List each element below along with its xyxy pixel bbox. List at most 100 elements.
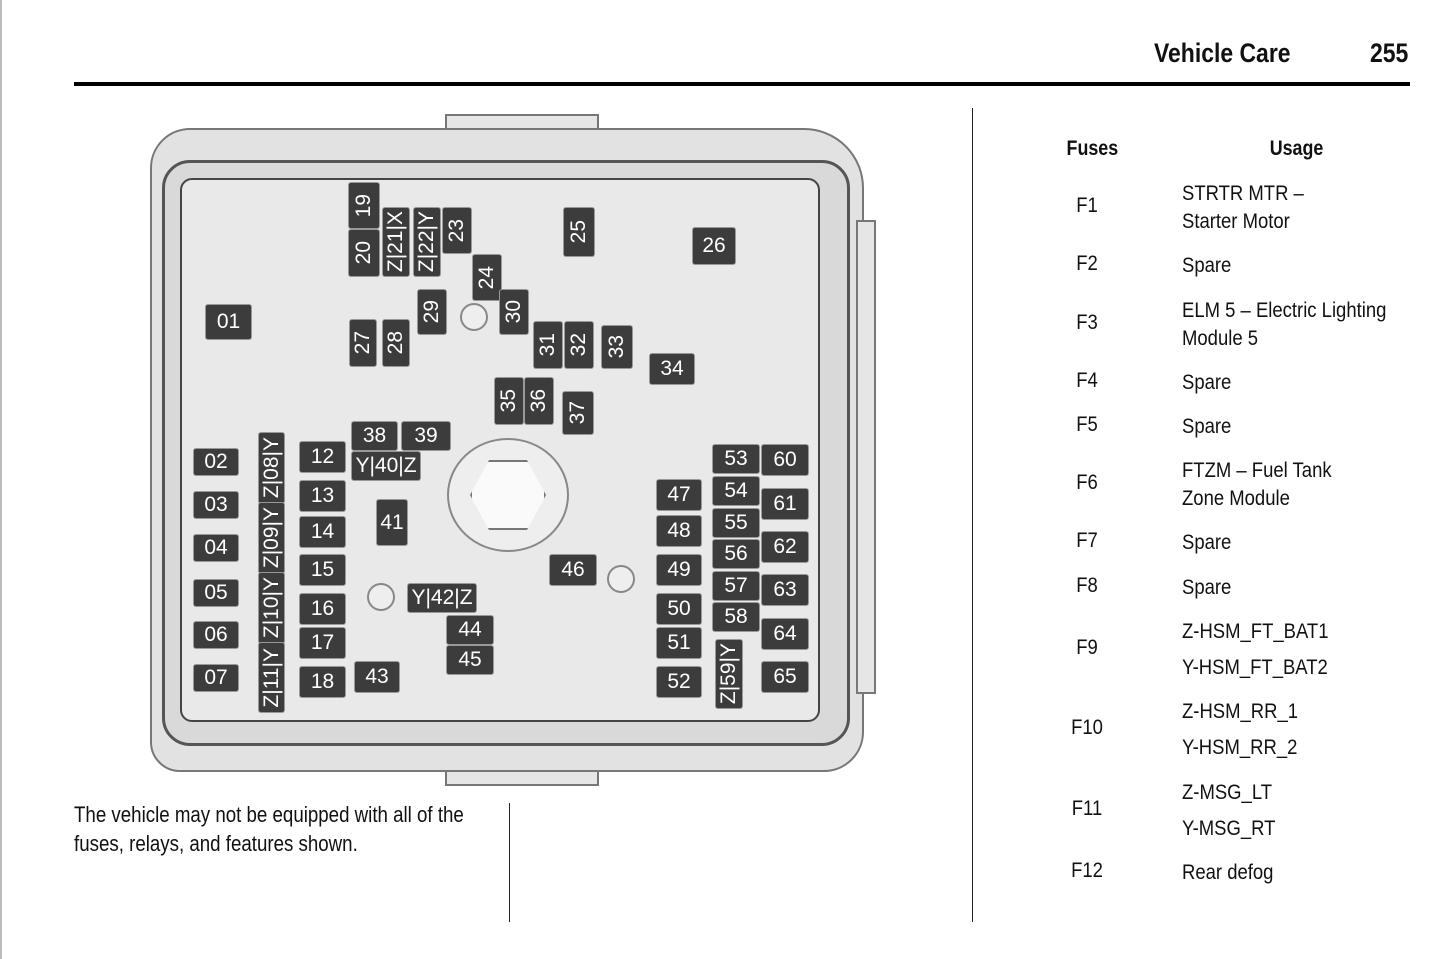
fuse-label: 46 [561, 558, 585, 581]
fuse-slot: 54 [713, 477, 759, 505]
fuse-label: 48 [667, 519, 691, 542]
fuse-slot: Z|21|X [383, 208, 409, 276]
fuse-slot: 03 [194, 492, 238, 518]
fuse-slot: 35 [495, 378, 523, 424]
fuse-slot: 25 [564, 208, 594, 256]
fuse-label: 52 [667, 670, 691, 693]
fuse-label: 60 [773, 448, 797, 471]
fuse-label: 37 [566, 401, 589, 425]
fuse-label: 65 [773, 665, 797, 688]
washer-icon [367, 583, 395, 611]
usage-cell: Y-HSM_RR_2 [1182, 736, 1298, 759]
fuse-slot: 61 [762, 489, 808, 519]
usage-cell: Zone Module [1182, 487, 1290, 510]
fuse-label: 34 [660, 357, 684, 380]
washer-icon [460, 303, 488, 331]
fuse-slot: 44 [447, 616, 493, 644]
fuse-id-cell: F12 [1071, 859, 1103, 882]
fuse-slot: 12 [300, 442, 345, 472]
fuse-slot: 46 [550, 555, 596, 585]
fuse-label: 41 [380, 510, 404, 534]
fuse-label: 32 [567, 333, 590, 357]
fuse-slot: 31 [534, 322, 562, 368]
fuse-label: 02 [204, 450, 228, 473]
fuse-label: 63 [773, 578, 797, 601]
fuse-slot: 45 [447, 646, 493, 674]
fuse-slot: 19 [349, 183, 379, 228]
fuse-slot: 01 [206, 305, 251, 339]
usage-cell: Z-MSG_LT [1182, 781, 1273, 804]
fuse-slot: 24 [473, 255, 501, 300]
fuse-label: 62 [773, 535, 797, 558]
fuse-label: 20 [352, 241, 375, 265]
column-divider [972, 108, 973, 922]
usage-cell: FTZM – Fuel Tank [1182, 459, 1332, 482]
page-number: 255 [1370, 38, 1409, 68]
fuse-slot: 28 [383, 320, 409, 366]
fuse-slot: 26 [693, 228, 735, 264]
fuse-slot: 04 [194, 535, 238, 561]
fuse-label: 61 [773, 492, 797, 515]
fuse-label: 05 [204, 581, 228, 604]
fuse-label: 07 [204, 666, 228, 689]
fuse-label: 64 [773, 622, 797, 645]
fuse-label: 23 [445, 218, 468, 243]
fuse-label: 16 [310, 597, 335, 620]
column-header-fuses: Fuses [1066, 137, 1119, 160]
fuse-slot: 63 [762, 575, 808, 605]
usage-cell: Spare [1182, 415, 1232, 438]
caption-line: fuses, relays, and features shown. [74, 831, 358, 856]
fuse-label: Z|59|Y [717, 643, 740, 705]
diagram-caption: The vehicle may not be equipped with all… [74, 800, 464, 858]
fuse-slot: 55 [713, 509, 759, 537]
fuse-slot: 15 [300, 555, 345, 585]
fuse-label: 18 [310, 670, 335, 693]
fuse-id-cell: F3 [1076, 311, 1098, 334]
usage-cell: Starter Motor [1182, 210, 1290, 233]
fuse-slot: Y|40|Z [352, 452, 420, 480]
fuse-label: 27 [351, 331, 374, 355]
fuse-id-cell: F9 [1076, 636, 1098, 659]
fuse-slot: Z|22|Y [414, 208, 440, 276]
usage-cell: Spare [1182, 576, 1232, 599]
fuse-slot: 07 [194, 665, 238, 691]
fuse-id-cell: F1 [1076, 194, 1098, 217]
fuse-slot: 37 [563, 392, 593, 434]
usage-cell: Spare [1182, 254, 1232, 277]
fuse-label: 01 [216, 310, 241, 333]
fuse-label: 57 [724, 574, 748, 597]
fuse-slot: 36 [525, 378, 553, 424]
usage-cell: Rear defog [1182, 861, 1274, 884]
fuse-slot: 34 [650, 354, 694, 384]
fuse-id-cell: F4 [1076, 369, 1098, 392]
side-rail [856, 220, 876, 694]
fuse-label: 31 [536, 333, 559, 357]
fuse-id-cell: F2 [1076, 252, 1098, 275]
fuse-slot: 32 [565, 322, 593, 368]
fuse-label: 14 [310, 520, 335, 543]
fuse-label: 51 [667, 631, 691, 654]
fuse-label: 06 [204, 623, 228, 646]
fuse-label: 04 [204, 536, 228, 559]
fuse-slot: Z|09|Y [259, 503, 284, 573]
fuse-id-cell: F10 [1071, 716, 1103, 739]
fuse-slot: Z|10|Y [259, 573, 284, 643]
fuse-label: 30 [502, 300, 525, 324]
fuse-slot: 13 [300, 481, 345, 511]
fuse-slot: 52 [657, 667, 701, 697]
fuse-label: Y|42|Z [411, 586, 473, 609]
fuse-slot: 43 [355, 662, 399, 692]
fuse-label: 24 [475, 265, 498, 290]
fuse-slot: 17 [300, 628, 345, 658]
fuse-slot: 30 [500, 290, 528, 334]
fuse-label: 49 [667, 558, 691, 581]
fuse-slot: 51 [657, 628, 701, 658]
fuse-label: 19 [352, 193, 375, 218]
fuse-slot: Z|59|Y [716, 640, 742, 708]
fuse-id-cell: F11 [1071, 797, 1103, 820]
fuse-slot: 39 [402, 422, 450, 450]
fuse-label: 36 [527, 389, 550, 413]
fuse-id-cell: F5 [1076, 413, 1098, 436]
fuse-id-cell: F8 [1076, 574, 1098, 597]
fuse-slot: Y|42|Z [408, 584, 476, 612]
